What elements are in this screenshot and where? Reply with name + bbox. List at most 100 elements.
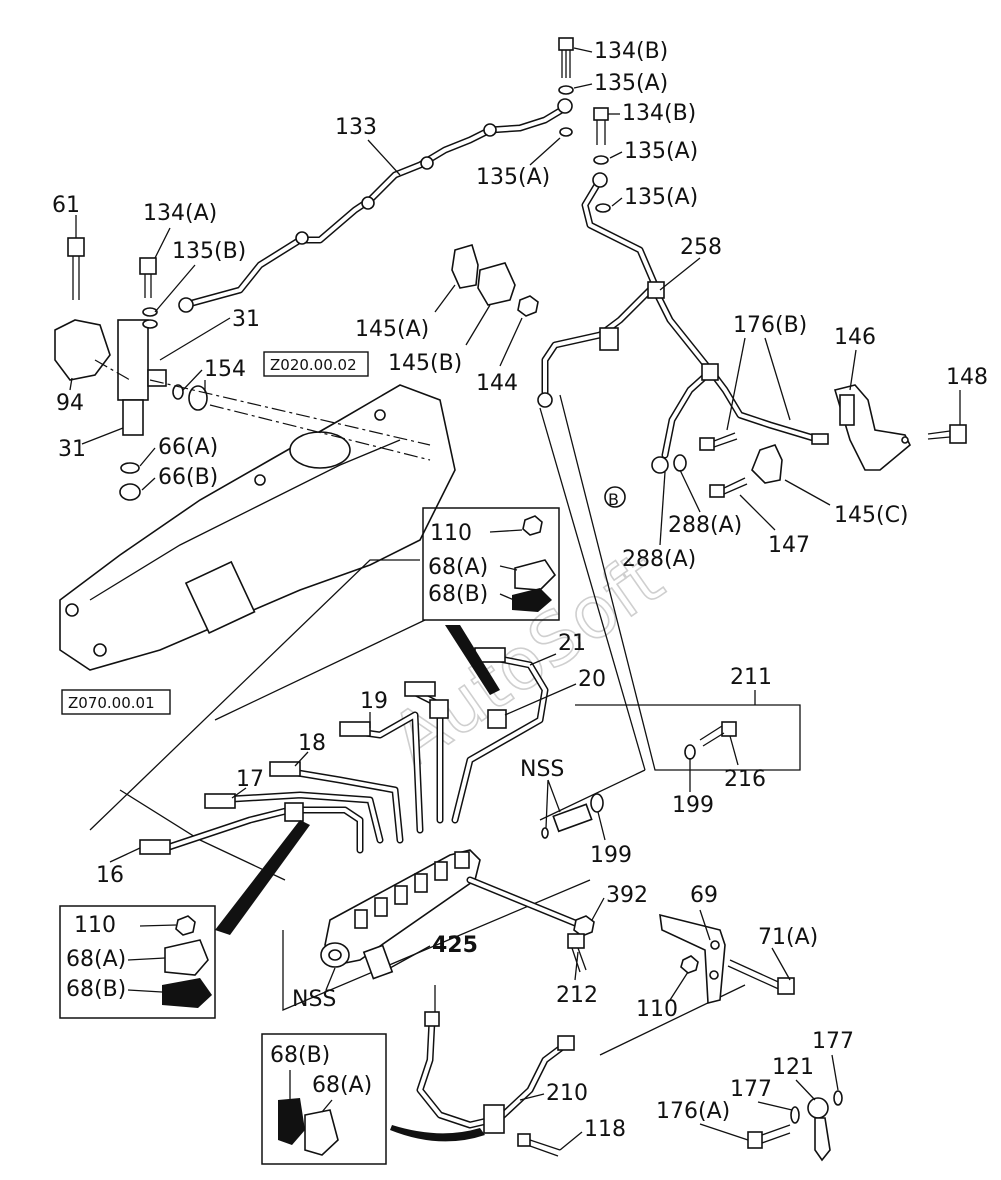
callout-135a: 135(A) <box>594 71 668 96</box>
leader-lines <box>89 359 801 1056</box>
callout-135a: 135(A) <box>624 185 698 210</box>
callout-box-clips-top <box>422 507 560 695</box>
bolt-134a <box>139 257 158 329</box>
callout-box-clips-left <box>59 820 310 1019</box>
callout-216: 216 <box>724 767 766 792</box>
callout-18: 18 <box>298 731 326 756</box>
injector-31 <box>117 319 167 436</box>
callout-176a: 176(A) <box>656 1099 730 1124</box>
o-ring-154 <box>172 384 184 400</box>
callout-145c: 145(C) <box>834 503 909 528</box>
bracket-146 <box>833 384 911 471</box>
intake-manifold <box>59 384 456 671</box>
ref-z020-text: Z020.00.02 <box>270 356 357 374</box>
callout-94: 94 <box>56 391 84 416</box>
ref-box-z020: Z020.00.02 <box>263 351 369 377</box>
callout-16: 16 <box>96 863 124 888</box>
label-leaders <box>69 47 961 1151</box>
callout-labels: 134(B) 135(A) 133 135(A) 134(B) 135(A) 1… <box>52 39 988 1142</box>
callout-nss: NSS <box>520 757 564 782</box>
callout-144: 144 <box>476 371 518 396</box>
callout-145b: 145(B) <box>388 351 462 376</box>
callout-199: 199 <box>672 793 714 818</box>
callout-210: 210 <box>546 1081 588 1106</box>
bolt-61 <box>67 237 85 300</box>
b-marker <box>604 486 626 508</box>
callout-68b: 68(B) <box>66 977 126 1002</box>
banjo-bolt-134b-top <box>558 37 574 137</box>
callout-118: 118 <box>584 1117 626 1142</box>
callout-147: 147 <box>768 533 810 558</box>
callout-154: 154 <box>204 357 246 382</box>
callout-135b: 135(B) <box>172 239 246 264</box>
clamp-94 <box>54 319 111 381</box>
ref-box-z070: Z070.00.01 <box>61 689 171 715</box>
callout-135a: 135(A) <box>624 139 698 164</box>
callout-135a: 135(A) <box>476 165 550 190</box>
bolt-288a <box>673 432 738 472</box>
callout-134b: 134(B) <box>622 101 696 126</box>
callout-258: 258 <box>680 235 722 260</box>
callout-146: 146 <box>834 325 876 350</box>
clip-145b <box>477 262 516 306</box>
injection-pipes <box>139 647 549 855</box>
callout-211: 211 <box>730 665 772 690</box>
fuel-pipe-210 <box>416 985 575 1134</box>
callout-177: 177 <box>730 1077 772 1102</box>
common-rail-425 <box>320 849 481 980</box>
callout-177: 177 <box>812 1029 854 1054</box>
callout-212: 212 <box>556 983 598 1008</box>
callout-68a: 68(A) <box>428 555 488 580</box>
callout-31: 31 <box>58 437 86 462</box>
pressure-limiter-nss <box>541 793 604 839</box>
callout-17: 17 <box>236 767 264 792</box>
callout-71a: 71(A) <box>758 925 818 950</box>
callout-31: 31 <box>232 307 260 332</box>
callout-66a: 66(A) <box>158 435 218 460</box>
seal-z020 <box>188 385 208 411</box>
washer-66a <box>120 462 140 474</box>
nut-66b <box>119 483 141 501</box>
callout-69: 69 <box>690 883 718 908</box>
callout-68b: 68(B) <box>270 1043 330 1068</box>
callout-133: 133 <box>335 115 377 140</box>
callout-148: 148 <box>946 365 988 390</box>
leak-off-pipe-258 <box>537 172 829 474</box>
callout-288a: 288(A) <box>668 513 742 538</box>
bolt-118 <box>517 1133 561 1157</box>
callout-68b: 68(B) <box>428 582 488 607</box>
bolt-216 <box>684 721 737 760</box>
callout-nss: NSS <box>292 987 336 1012</box>
callout-110: 110 <box>74 913 116 938</box>
callout-288a: 288(A) <box>622 547 696 572</box>
callout-21: 21 <box>558 631 586 656</box>
callout-199: 199 <box>590 843 632 868</box>
callout-20: 20 <box>578 667 606 692</box>
callout-box-clips-bottom <box>261 1033 485 1165</box>
banjo-121 <box>747 1090 843 1162</box>
callout-110: 110 <box>430 521 472 546</box>
bolt-148 <box>927 424 967 444</box>
ref-z070-text: Z070.00.01 <box>68 694 155 712</box>
clip-145a <box>451 244 479 289</box>
clip-145c <box>751 444 783 484</box>
callout-68a: 68(A) <box>312 1073 372 1098</box>
bolt-147 <box>709 477 748 498</box>
callout-425: 425 <box>432 933 478 958</box>
callout-145a: 145(A) <box>355 317 429 342</box>
banjo-bolt-134b-mid <box>593 107 611 213</box>
callout-121: 121 <box>772 1055 814 1080</box>
callout-68a: 68(A) <box>66 947 126 972</box>
callout-61: 61 <box>52 193 80 218</box>
callout-66b: 66(B) <box>158 465 218 490</box>
callout-134a: 134(A) <box>143 201 217 226</box>
return-pipe-133 <box>178 98 573 313</box>
callout-110: 110 <box>636 997 678 1022</box>
callout-19: 19 <box>360 689 388 714</box>
nut-144 <box>517 295 539 317</box>
b-marker-label: B <box>608 490 619 509</box>
rail-outlet-pipe <box>466 876 595 973</box>
callout-392: 392 <box>606 883 648 908</box>
callout-176b: 176(B) <box>733 313 807 338</box>
